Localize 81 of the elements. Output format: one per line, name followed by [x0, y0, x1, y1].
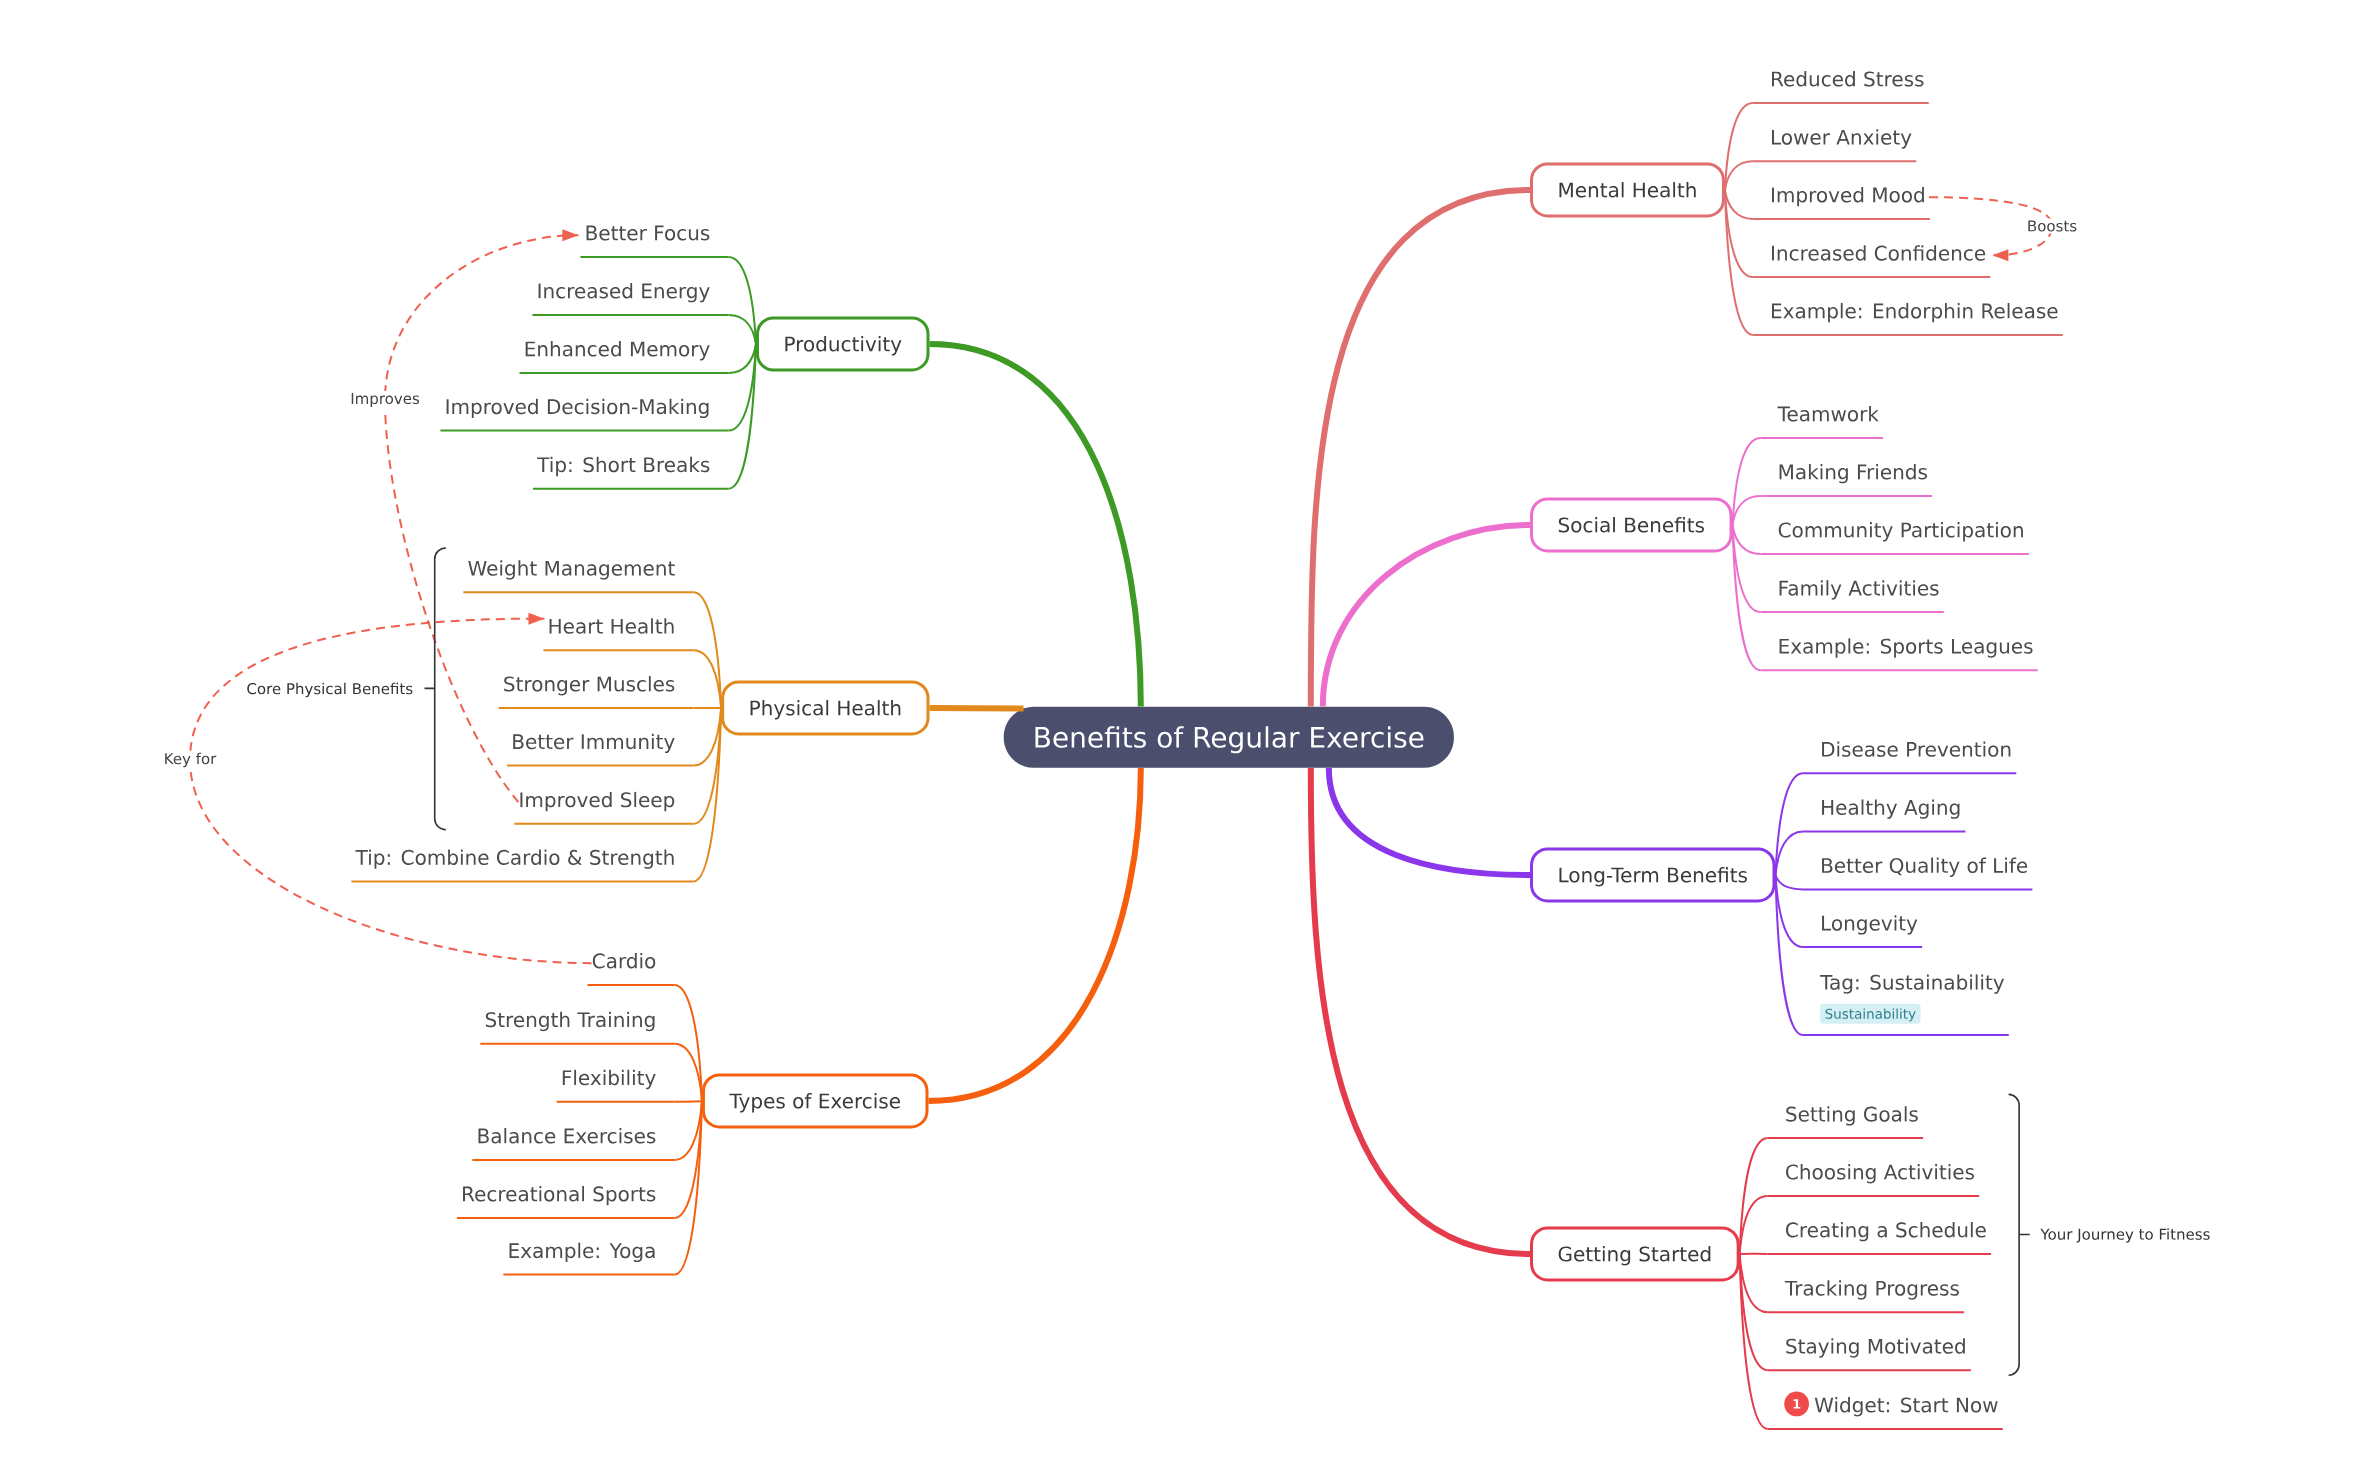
subtopic-label: Heart Health — [542, 618, 695, 652]
branch-line — [1723, 189, 1754, 336]
branch-line — [727, 343, 757, 374]
subtopic-label: Choosing Activities — [1766, 1164, 1981, 1197]
subtopic-label: Disease Prevention — [1801, 741, 2018, 775]
number-badge: 1 — [1784, 1391, 1809, 1417]
subtopic-label: Community Participation — [1759, 522, 2030, 555]
dashed-arrow — [1927, 196, 2053, 262]
subtopic-label: Reduced Stress — [1751, 71, 1930, 104]
subtopic-label: Better Immunity — [506, 733, 695, 767]
branch-line — [692, 707, 723, 883]
subtopic-label: Family Activities — [1759, 580, 1945, 614]
branch-line — [1774, 874, 1804, 1037]
edge-label: Key for — [161, 750, 219, 770]
subtopic-label: Improved Decision-Making — [439, 398, 730, 432]
branch-line — [1307, 187, 1531, 707]
edge-label: Improves — [348, 390, 422, 409]
subtopic-label: Healthy Aging — [1801, 799, 1967, 833]
central-topic-box: Benefits of Regular Exercise — [1003, 706, 1454, 768]
subtopic-label: Enhanced Memory — [518, 341, 730, 374]
subtopic-label: Tip: Short Breaks — [531, 456, 730, 490]
subtopic-label: Improved Sleep — [513, 791, 695, 825]
subtopic-label: Increased Confidence — [1751, 245, 1992, 279]
branch-line — [727, 255, 757, 345]
topic-box: Long-Term Benefits — [1530, 847, 1776, 903]
subtopic-label: Example: Endorphin Release — [1751, 303, 2064, 336]
subtopic-label: Better Quality of Life — [1801, 857, 2034, 891]
branch-line — [1325, 767, 1531, 878]
topic-box: Productivity — [755, 316, 930, 372]
subtopic-label: Setting Goals — [1766, 1106, 1925, 1140]
branch-line — [1774, 830, 1804, 876]
branch-line — [727, 343, 757, 490]
subtopic-label: Example: Sports Leagues — [1759, 638, 2039, 672]
subtopic-label: Strength Training — [479, 1011, 676, 1045]
branch-line — [727, 313, 757, 345]
branch-line — [692, 706, 723, 709]
summary-label: Your Journey to Fitness — [2040, 1228, 2210, 1243]
branch-line — [692, 649, 723, 709]
branch-line — [928, 767, 1144, 1104]
tag: Sustainability — [1820, 1003, 1921, 1024]
dashed-arrow — [189, 612, 593, 965]
subtopic-label: Increased Energy — [531, 283, 730, 316]
branch-line — [1774, 874, 1804, 891]
branch-line — [673, 1100, 703, 1103]
subtopic-label: Stronger Muscles — [497, 676, 695, 709]
subtopic-label: Better Focus — [579, 225, 730, 258]
subtopic-label: Balance Exercises — [471, 1128, 676, 1161]
subtopic-label: Flexibility — [555, 1069, 676, 1103]
subtopic-label: Lower Anxiety — [1751, 129, 1918, 163]
branch-line — [1738, 1253, 1769, 1430]
topic-box: Getting Started — [1530, 1226, 1740, 1282]
branch-line — [1731, 524, 1762, 672]
summary-label: Core Physical Benefits — [247, 682, 413, 698]
branch-line — [1738, 1252, 1769, 1255]
branch-line — [1307, 767, 1531, 1257]
subtopic-label: Improved Mood — [1751, 187, 1931, 220]
branch-line — [1738, 1195, 1769, 1255]
edge-label: Boosts — [2024, 218, 2080, 234]
branch-line — [673, 1042, 703, 1102]
subtopic-label: Recreational Sports — [455, 1186, 676, 1219]
subtopic-label: Example: Yoga — [502, 1242, 676, 1276]
subtopic-label: Longevity — [1801, 915, 1924, 949]
branch-line — [1731, 494, 1762, 526]
branch-line — [1319, 522, 1531, 707]
subtopic-label: Staying Motivated — [1766, 1338, 1972, 1372]
subtopic-label: Weight Management — [462, 560, 695, 594]
subtopic-label: Making Friends — [1759, 464, 1934, 497]
subtopic-label: Cardio — [586, 953, 676, 986]
topic-box: Social Benefits — [1530, 497, 1733, 553]
subtopic-label: Teamwork — [1759, 406, 1885, 439]
subtopic-label: Creating a Schedule — [1766, 1222, 1993, 1255]
subtopic-label: Tracking Progress — [1766, 1280, 1966, 1314]
subtopic-label: Tip: Combine Cardio & Strength — [350, 849, 695, 883]
topic-box: Types of Exercise — [701, 1073, 929, 1129]
branch-line — [929, 341, 1144, 707]
branch-line — [1723, 160, 1754, 191]
topic-box: Physical Health — [721, 680, 930, 736]
branch-line — [673, 1100, 703, 1276]
branch-line — [929, 705, 1024, 712]
topic-box: Mental Health — [1530, 162, 1725, 218]
dashed-arrow — [384, 229, 580, 804]
